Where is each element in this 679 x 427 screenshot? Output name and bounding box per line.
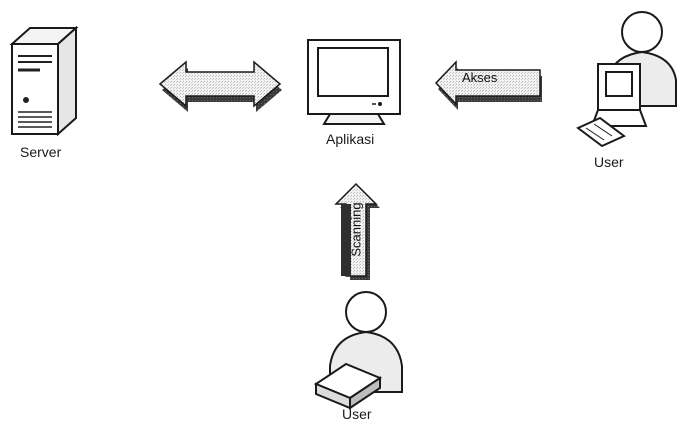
user-computer-icon xyxy=(576,11,677,148)
access-arrow xyxy=(434,60,542,110)
server-label: Server xyxy=(20,144,62,160)
user-right-label: User xyxy=(594,154,624,170)
monitor-icon xyxy=(307,39,401,125)
server-icon xyxy=(9,25,79,137)
bidirectional-arrow xyxy=(158,60,282,112)
user-bottom-label: User xyxy=(342,406,372,422)
app-label: Aplikasi xyxy=(326,131,375,147)
access-label: Akses xyxy=(462,70,498,85)
user-scanner-icon xyxy=(313,291,403,410)
scanning-label: Scanning xyxy=(348,202,364,257)
scanning-arrow xyxy=(334,182,380,280)
